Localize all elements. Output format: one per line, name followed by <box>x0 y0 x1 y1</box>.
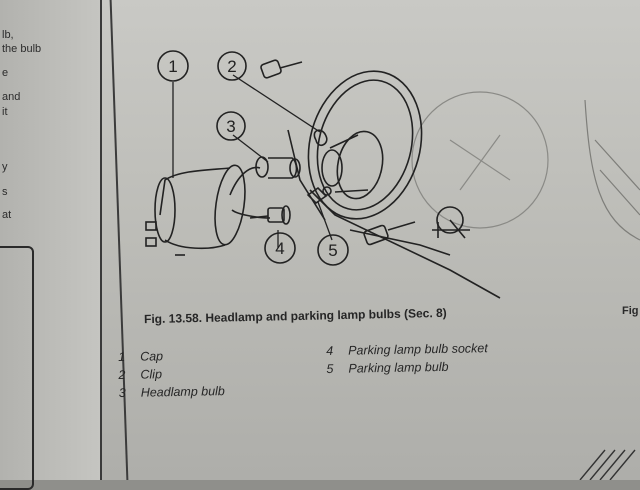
left-page: lb, the bulb e and it y s at <box>0 0 102 490</box>
wire <box>231 209 271 219</box>
wire <box>229 166 261 196</box>
legend-label: Parking lamp bulb <box>348 359 449 376</box>
parking-bulb-part <box>306 186 332 205</box>
adjusting-screw-top <box>260 59 303 79</box>
callout-number: 1 <box>168 57 177 76</box>
callout-4: 4 <box>264 232 296 264</box>
left-text-fragment: s <box>2 186 8 198</box>
callout-1: 1 <box>157 50 189 82</box>
callout-3: 3 <box>216 111 246 141</box>
legend-label: Parking lamp bulb socket <box>347 341 488 358</box>
cap-part <box>145 164 246 256</box>
corner-hatching <box>579 449 636 480</box>
legend-label: Clip <box>140 367 163 382</box>
legend-number: 5 <box>326 361 334 376</box>
right-page-sketch <box>584 99 640 241</box>
left-text-fragment: the bulb <box>2 43 42 55</box>
reflector-housing <box>321 130 384 200</box>
legend-item: 3 Headlamp bulb <box>119 384 225 400</box>
legend-number: 1 <box>118 349 126 364</box>
left-text-fragment: lb, <box>2 29 14 41</box>
left-text-fragment: it <box>2 106 8 118</box>
bracket <box>432 206 470 239</box>
exploded-diagram: 1 2 3 4 5 <box>145 50 640 299</box>
legend-item: 2 Clip <box>118 367 162 382</box>
left-text-fragment: y <box>2 161 8 173</box>
legend-number: 2 <box>118 367 126 382</box>
background-wheel <box>411 91 549 229</box>
callout-number: 4 <box>275 239 284 258</box>
left-text-fragment: and <box>2 91 21 103</box>
leader-lines <box>172 74 333 248</box>
legend-label: Cap <box>139 349 164 364</box>
book-page <box>0 0 640 480</box>
headlamp-rim <box>307 70 423 220</box>
right-page-fig-label: Fig <box>622 305 639 317</box>
legend-item: 4 Parking lamp bulb socket <box>326 341 488 358</box>
lamp-frame <box>287 129 501 299</box>
callout-2: 2 <box>217 51 247 81</box>
headlamp-bulb-part <box>255 156 301 179</box>
parking-socket-part <box>249 205 291 225</box>
clip-part <box>313 129 328 147</box>
left-text-fragment: at <box>2 209 12 221</box>
legend-number: 3 <box>118 385 126 400</box>
left-page-box <box>0 246 34 490</box>
legend-label: Headlamp bulb <box>140 384 225 400</box>
legend-item: 1 Cap <box>118 349 163 364</box>
callout-number: 2 <box>227 57 236 76</box>
legend-item: 5 Parking lamp bulb <box>326 360 448 376</box>
legend-number: 4 <box>326 343 334 358</box>
callout-number: 3 <box>226 117 235 136</box>
callout-number: 5 <box>328 241 337 260</box>
left-text-fragment: e <box>2 67 9 79</box>
callout-5: 5 <box>317 234 349 266</box>
adjusting-screw-bottom <box>363 221 416 246</box>
